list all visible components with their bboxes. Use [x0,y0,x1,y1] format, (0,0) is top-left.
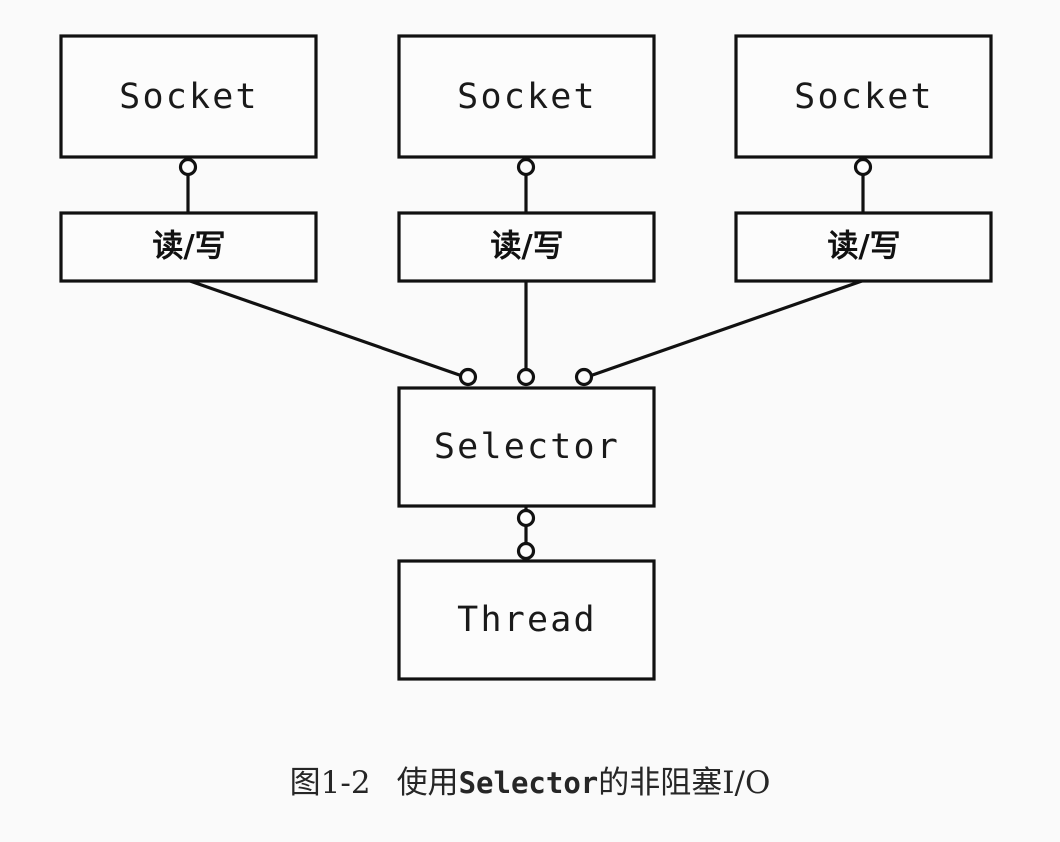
socket-box-3 [734,34,993,159]
selector-box [397,386,656,508]
port-circle-thread-top [516,541,536,561]
readwrite-node-1[interactable]: 读/写 [59,211,318,283]
socket-node-1[interactable]: Socket [59,34,318,159]
readwrite-box-2 [397,211,656,283]
readwrite-label-1: 读/写 [152,229,225,265]
thread-box [397,559,656,681]
caption-mono-term: Selector [458,766,599,800]
readwrite-label-2: 读/写 [490,229,563,265]
caption-text-before: 使用 [396,765,459,801]
selector-label: Selector [434,427,620,467]
socket-box-1 [59,34,318,159]
socket-label-2: Socket [457,77,597,117]
readwrite-node-3[interactable]: 读/写 [734,211,993,283]
thread-node[interactable]: Thread [397,559,656,681]
socket-box-2 [397,34,656,159]
readwrite-box-3 [734,211,993,283]
port-circle-selector-bottom [516,508,536,528]
port-circle-socket1 [178,157,198,177]
socket-node-2[interactable]: Socket [397,34,656,159]
readwrite-box-1 [59,211,318,283]
connector-ports [178,157,873,561]
selector-node[interactable]: Selector [397,386,656,508]
figure-caption: 图1-2 使用Selector的非阻塞I/O [0,757,1060,802]
port-circle-socket3 [853,157,873,177]
readwrite-node-2[interactable]: 读/写 [397,211,656,283]
caption-text-after: 的非阻塞I/O [598,765,771,801]
socket-label-1: Socket [119,77,259,117]
socket-node-3[interactable]: Socket [734,34,993,159]
port-circle-socket2 [516,157,536,177]
port-circle-selector-center [516,367,536,387]
readwrite-label-3: 读/写 [827,229,900,265]
socket-label-3: Socket [794,77,934,117]
port-circle-selector-right [574,367,594,387]
line-readwrite3-to-selector [583,279,863,380]
port-circle-selector-left [458,367,478,387]
thread-label: Thread [457,600,597,640]
caption-number: 图1-2 [289,765,371,801]
line-readwrite1-to-selector [189,279,469,380]
